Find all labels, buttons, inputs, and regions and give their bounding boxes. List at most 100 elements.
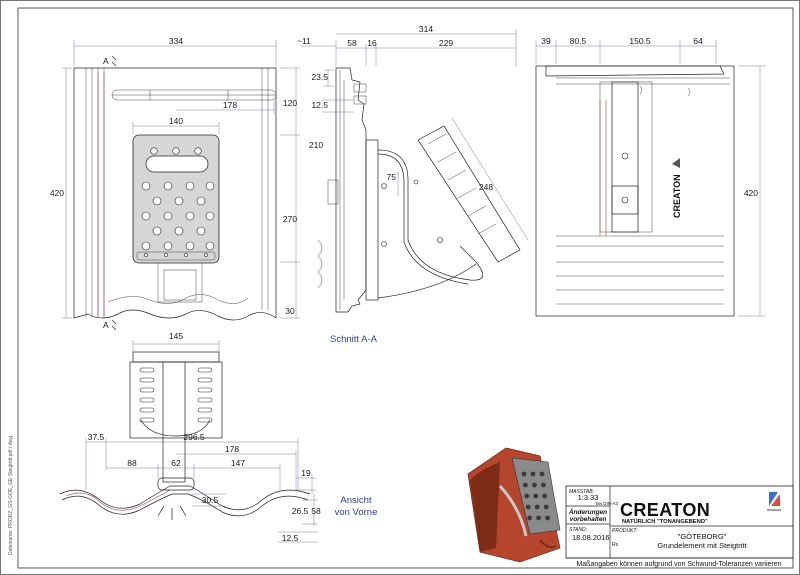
slot-mark (139, 387, 155, 393)
dim-314: 314 (419, 24, 433, 34)
dim-178: 178 (223, 100, 237, 110)
dim-26-5: 26.5 (292, 506, 309, 516)
dim-270: 270 (283, 214, 297, 224)
dim-145: 145 (169, 331, 183, 341)
hole-mark (196, 226, 206, 236)
tile-brand-text: CREATON (672, 174, 682, 218)
hole-mark (144, 253, 148, 257)
dim-37-5: 37.5 (88, 432, 105, 442)
render-hole-mark (521, 471, 527, 477)
dim-334: 334 (169, 36, 183, 46)
changes-line1: Änderungen (568, 508, 607, 516)
dim-296-5: 296.5 (183, 432, 205, 442)
dim-150-5: 150.5 (629, 36, 651, 46)
hole-mark (152, 226, 162, 236)
dim-30-5: 30.5 (202, 495, 219, 505)
front-view-label-2: von Vorne (335, 507, 378, 518)
slot-mark (139, 417, 155, 423)
dim-80-5: 80.5 (570, 36, 587, 46)
dim-147: 147 (231, 458, 245, 468)
hole-mark (174, 196, 184, 206)
scale-label: MASSTAB: (569, 489, 595, 495)
dim-210: 210 (309, 140, 323, 150)
dim-19: 19 (301, 468, 311, 478)
slot-mark (197, 407, 213, 413)
slot-mark (197, 387, 213, 393)
slogan: NATÜRLICH "TONANGEBEND" (622, 518, 708, 525)
dim-16: 16 (367, 38, 377, 48)
hole-mark (196, 196, 206, 206)
dim-420-side: 420 (744, 188, 758, 198)
render-hole-mark (539, 471, 545, 477)
hole-mark (185, 181, 195, 191)
dim-23-5: 23.5 (311, 72, 328, 82)
render-hole-mark (536, 515, 541, 521)
hole-mark (205, 181, 215, 191)
slot-mark (197, 367, 213, 373)
render-hole-mark (543, 504, 549, 510)
date-label: STAND: (569, 527, 588, 533)
section-view: ~11 314 58 16 229 23.5 12.5 75 248 Schni… (297, 24, 529, 345)
slot-mark (139, 367, 155, 373)
hole-mark (194, 147, 202, 155)
render-hole-mark (545, 515, 550, 521)
render-hole-mark (541, 482, 546, 488)
dim-178-front: 178 (225, 444, 239, 454)
hole-mark (141, 241, 151, 251)
hole-mark (141, 181, 151, 191)
render-hole-mark (542, 493, 548, 499)
logo-mark-icon (767, 492, 781, 511)
dim-140: 140 (169, 116, 183, 126)
dim-75: 75 (387, 172, 397, 182)
hole-mark (164, 253, 168, 257)
hole-mark (174, 226, 184, 236)
hole-mark (150, 147, 158, 155)
section-marker-bottom: A (103, 320, 109, 330)
product-desc: Grundelement mit Steigtritt (657, 541, 747, 550)
slot-mark (197, 397, 213, 403)
render-hole-mark (523, 482, 528, 488)
hole-mark (172, 147, 180, 155)
scale-note: bei DIN-A3 (596, 501, 619, 506)
slot-mark (197, 417, 213, 423)
dim-120: 120 (283, 98, 297, 108)
author: Rs (612, 542, 619, 548)
render-hole-mark (533, 493, 539, 499)
drawing-frame (17, 7, 794, 569)
slot-mark (197, 377, 213, 383)
dim-229: 229 (439, 38, 453, 48)
render-hole-mark (524, 493, 530, 499)
hole-mark (185, 211, 195, 221)
front-view: 145 37.5 296.5 178 88 62 147 19 30.5 26.… (59, 331, 378, 543)
dim-88: 88 (127, 458, 137, 468)
product-name: "GÖTEBORG" (678, 532, 727, 541)
hole-mark (204, 253, 208, 257)
dim-62: 62 (171, 458, 181, 468)
side-view: CREATON 39 80.5 150.5 64 420 (535, 36, 766, 317)
product-label: PRODUKT: (612, 528, 638, 534)
render-hole-mark (534, 504, 540, 510)
top-view: A A 334 420 178 140 120 210 270 30 (50, 36, 323, 331)
hole-mark (163, 241, 173, 251)
render-hole-mark (527, 515, 532, 521)
creaton-logo: CREATON (620, 500, 710, 520)
dim-64: 64 (693, 36, 703, 46)
slot-mark (139, 407, 155, 413)
product-render (467, 447, 561, 563)
front-view-label-1: Ansicht (340, 495, 372, 506)
hole-mark (185, 241, 195, 251)
section-marker-top: A (103, 56, 109, 66)
hole-mark (184, 253, 188, 257)
date-value: 18.08.2016 (572, 533, 610, 542)
dim-39: 39 (541, 36, 551, 46)
dim-420: 420 (50, 188, 64, 198)
title-block: MASSTAB: 1:3.33 bei DIN-A3 Änderungen vo… (565, 485, 794, 568)
scale-value: 1:3.33 (578, 493, 599, 502)
hole-mark (141, 211, 151, 221)
dim-30: 30 (285, 306, 295, 316)
hole-mark (205, 241, 215, 251)
hole-mark (163, 181, 173, 191)
sidebar-filename: Dateiname: PRODZ_GS-GOE_GE-Steigtritt.pd… (8, 436, 14, 555)
